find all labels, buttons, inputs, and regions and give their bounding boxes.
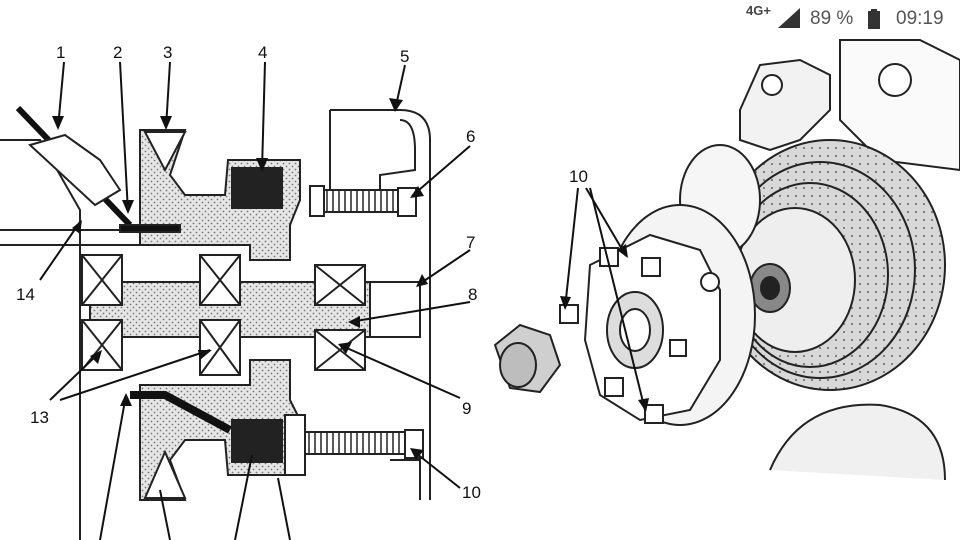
seal-top [231, 167, 283, 209]
battery-icon [868, 9, 880, 29]
callout-9: 9 [462, 399, 471, 418]
outer-casing [329, 109, 431, 500]
callout-5: 5 [400, 47, 409, 66]
leader-lines-right [564, 187, 646, 411]
loose-nut [493, 323, 562, 394]
callout-13: 13 [30, 408, 49, 427]
callout-1: 1 [56, 43, 65, 62]
status-bar: 4G+ 89 % 09:19 [0, 0, 960, 36]
callout-6: 6 [466, 127, 475, 146]
arrowheads [52, 98, 428, 460]
flange-studs [559, 247, 687, 424]
bolt-bottom [284, 414, 424, 476]
cross-section-drawing [0, 105, 431, 540]
pulley-groove-bottom [143, 449, 187, 499]
callouts-right: 10 [569, 167, 588, 186]
callout-10: 10 [462, 483, 481, 502]
lower-pulley [769, 403, 946, 481]
callout-2: 2 [113, 43, 122, 62]
perspective-drawing [493, 39, 960, 481]
pulley-groove-top [143, 131, 187, 173]
shaft-end [369, 281, 421, 338]
bolt-top [309, 185, 417, 217]
battery-percent: 89 % [810, 8, 854, 29]
seal-bottom [231, 419, 283, 463]
callout-7: 7 [466, 233, 475, 252]
leader-lines [39, 61, 471, 540]
network-type: 4G+ [746, 3, 771, 18]
callout-14: 14 [16, 285, 35, 304]
callout-10-right: 10 [569, 167, 588, 186]
callout-4: 4 [258, 43, 267, 62]
callouts-left: 1 2 3 4 5 6 7 8 9 10 13 14 [16, 43, 481, 502]
clock: 09:19 [896, 8, 944, 29]
callout-8: 8 [468, 285, 477, 304]
flange-hub [583, 204, 756, 426]
large-pulley [714, 139, 946, 391]
callout-3: 3 [163, 43, 172, 62]
bearing-right [314, 264, 366, 371]
bearing-center [199, 254, 241, 376]
arrowheads-right [560, 244, 649, 412]
engine-bracket [739, 58, 831, 152]
signal-icon [778, 8, 800, 28]
